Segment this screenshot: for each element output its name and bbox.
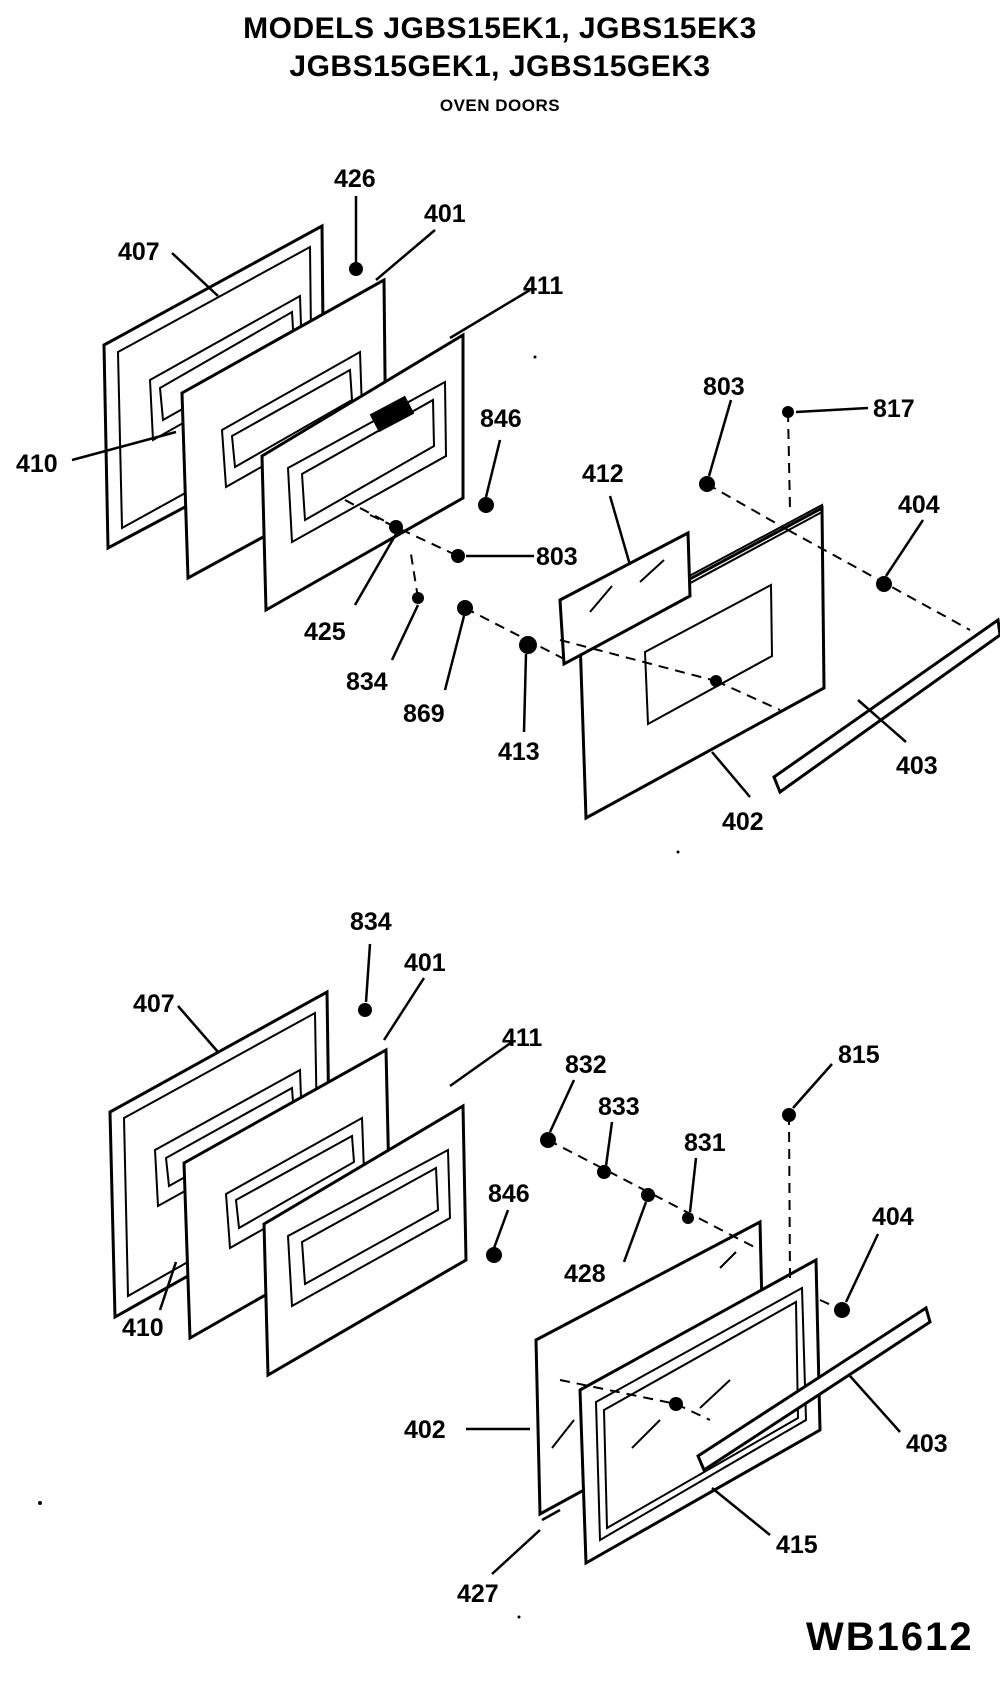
part-428-bracket <box>641 1188 655 1202</box>
lower-door-assembly: 834 401 407 411 832 815 833 831 846 404 … <box>108 908 948 1608</box>
diagram-subtitle: OVEN DOORS <box>439 96 561 115</box>
upper-label-407: 407 <box>118 238 160 266</box>
diagram-title-line1: MODELS JGBS15EK1, JGBS15EK3 <box>243 12 757 45</box>
part-833-washer <box>597 1165 611 1179</box>
part-834-screw-lower <box>358 1003 372 1017</box>
part-846-screw-lower <box>486 1247 502 1263</box>
upper-label-425: 425 <box>304 618 346 646</box>
lower-label-832: 832 <box>565 1051 607 1079</box>
lower-gasket-strip <box>541 1508 561 1522</box>
part-803-screw-b <box>451 549 465 563</box>
part-426-screw <box>349 262 363 276</box>
scan-speck <box>517 1615 521 1619</box>
scan-speck <box>676 850 680 854</box>
part-846-screw <box>478 497 494 513</box>
lower-label-403: 403 <box>906 1430 948 1458</box>
upper-label-834: 834 <box>346 668 388 696</box>
lower-label-402: 402 <box>404 1416 446 1444</box>
upper-inner-door-panel <box>260 332 465 613</box>
upper-label-404: 404 <box>898 491 940 519</box>
upper-label-413: 413 <box>498 738 540 766</box>
part-404-screw <box>876 576 892 592</box>
lower-label-846: 846 <box>488 1180 530 1208</box>
lower-label-404: 404 <box>872 1203 914 1231</box>
upper-label-403: 403 <box>896 752 938 780</box>
upper-label-803-a: 803 <box>703 373 745 401</box>
lower-outer-door-frame <box>578 1257 822 1566</box>
upper-label-410: 410 <box>16 450 58 478</box>
lower-label-415: 415 <box>776 1531 818 1559</box>
lower-label-815: 815 <box>838 1041 880 1069</box>
lower-door-handle <box>696 1305 932 1473</box>
drawing-code: WB1612 <box>806 1615 974 1659</box>
lower-label-427: 427 <box>457 1580 499 1608</box>
upper-label-401: 401 <box>424 200 466 228</box>
lower-label-411: 411 <box>502 1024 542 1052</box>
lower-inner-door-panel <box>262 1103 468 1378</box>
upper-label-426: 426 <box>334 165 376 193</box>
upper-window-trim <box>369 395 415 433</box>
upper-label-402: 402 <box>722 808 764 836</box>
part-413-spacer <box>519 636 537 654</box>
upper-label-869: 869 <box>403 700 445 728</box>
diagram-title-line2: JGBS15GEK1, JGBS15GEK3 <box>289 50 711 83</box>
upper-door-glass <box>558 530 692 667</box>
upper-door-assembly: 426 401 407 411 410 846 803 817 412 404 … <box>16 165 1000 836</box>
scan-speck <box>533 355 537 359</box>
lower-label-834: 834 <box>350 908 392 936</box>
lower-label-401: 401 <box>404 949 446 977</box>
upper-label-412: 412 <box>582 460 624 488</box>
upper-label-411: 411 <box>523 272 563 300</box>
upper-label-846: 846 <box>480 405 522 433</box>
lower-label-410: 410 <box>122 1314 164 1342</box>
scan-speck <box>38 1501 42 1505</box>
lower-label-407: 407 <box>133 990 175 1018</box>
upper-door-handle <box>772 617 1000 795</box>
upper-label-803-b: 803 <box>536 543 578 571</box>
lower-label-833: 833 <box>598 1093 640 1121</box>
lower-label-831: 831 <box>684 1129 726 1157</box>
lower-label-428: 428 <box>564 1260 606 1288</box>
upper-label-817: 817 <box>873 395 915 423</box>
